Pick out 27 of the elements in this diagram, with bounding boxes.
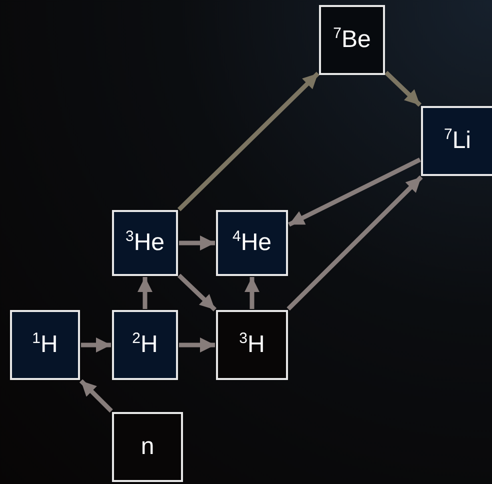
nuclide-box [112, 210, 178, 276]
arrow [79, 379, 113, 413]
arrow [179, 236, 215, 250]
nuclide-symbol: $^{3}$He [125, 229, 165, 257]
arrow [288, 158, 421, 227]
arrow [138, 277, 152, 309]
nuclide-symbol: $^{4}$He [232, 229, 272, 257]
nuclide-symbol: $^{7}$Be [333, 26, 371, 54]
nuclide-box [216, 210, 288, 276]
nuclide-symbol: $^{7}$Li [444, 127, 472, 155]
arrow [244, 277, 260, 309]
nuclide-box [112, 310, 178, 380]
arrow [81, 338, 111, 352]
nuclide-box [319, 5, 385, 75]
arrow [177, 274, 217, 312]
nuclide-symbol: $^{3}$H [239, 331, 265, 359]
nuclide-box [112, 412, 183, 482]
nuclide-symbol: $^{2}$H [132, 331, 158, 359]
nuclide-box [216, 310, 288, 380]
arrow [177, 72, 320, 212]
nuclide-box [421, 106, 492, 176]
arrow [384, 70, 422, 107]
nuclide-symbol: $^{1}$H [32, 331, 58, 359]
arrow [179, 338, 215, 352]
nuclide-box [10, 310, 80, 380]
arrow [286, 175, 423, 311]
nuclide-symbol: n [140, 433, 154, 461]
